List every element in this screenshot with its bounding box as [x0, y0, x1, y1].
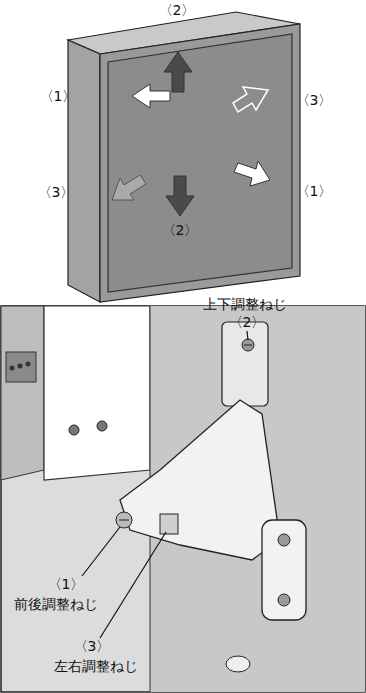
- cabinet-side: [68, 40, 100, 302]
- arrow-down: [166, 176, 194, 216]
- callout-number: 〈1〉: [48, 576, 85, 592]
- hinge-plate: [262, 520, 306, 620]
- screw-slot: [119, 520, 129, 521]
- screw: [278, 594, 290, 606]
- bumper: [226, 656, 250, 672]
- side-screw: [160, 514, 178, 534]
- screw: [278, 534, 290, 546]
- arrow-right: [233, 87, 268, 112]
- detail-frame: [1, 306, 365, 692]
- cabinet-front: [100, 24, 300, 302]
- arrow-front: [234, 161, 270, 186]
- arrow-up: [164, 52, 192, 92]
- arrow-back: [132, 84, 170, 108]
- callout-number: 〈2〉: [159, 2, 196, 18]
- leader-line: [100, 532, 166, 638]
- depth-screw: [116, 512, 132, 528]
- arrow-left: [112, 175, 146, 200]
- door: [108, 34, 292, 292]
- part-name: 左右調整ねじ: [54, 658, 138, 674]
- screw: [69, 425, 79, 435]
- callout-number: 〈1〉: [296, 183, 333, 199]
- drawer-slide: [1, 306, 44, 480]
- part-name: 前後調整ねじ: [14, 596, 98, 612]
- callout-number: 〈3〉: [296, 92, 333, 108]
- callout-number: 〈3〉: [74, 638, 111, 654]
- leader-line: [247, 331, 248, 340]
- callout-number: 〈2〉: [162, 222, 199, 238]
- callout-number: 〈3〉: [38, 184, 75, 200]
- screw-slot: [244, 345, 252, 346]
- part-name: 上下調整ねじ: [203, 296, 287, 312]
- mount-plate: [222, 322, 268, 406]
- height-screw: [242, 339, 254, 351]
- door-panel: [44, 306, 150, 480]
- callout-number: 〈1〉: [40, 88, 77, 104]
- leader-line: [82, 527, 120, 576]
- slide-holes: [6, 352, 36, 382]
- hinge-arm: [120, 400, 280, 560]
- screw: [97, 421, 107, 431]
- callout-number: 〈2〉: [229, 314, 266, 330]
